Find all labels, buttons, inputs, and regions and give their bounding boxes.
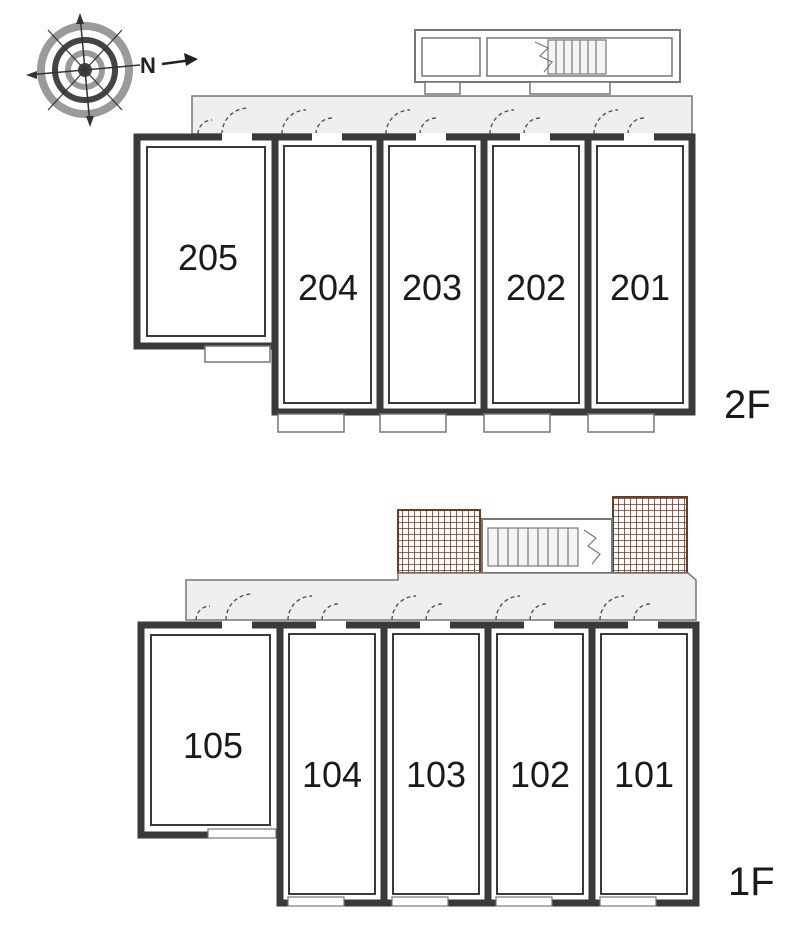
planter-right [612, 496, 688, 574]
room-104 [276, 621, 388, 907]
compass-rose-icon [26, 13, 141, 127]
room-103 [380, 621, 492, 907]
stairwell-2f [414, 29, 681, 95]
room-number: 104 [302, 754, 362, 795]
floor-label-2f: 2F [724, 383, 771, 427]
room-number: 204 [298, 267, 358, 308]
north-arrow-icon [161, 53, 198, 66]
stairwell-1f [481, 518, 613, 574]
room-101 [588, 621, 700, 907]
room-number: 105 [183, 725, 243, 766]
room-203 [376, 133, 488, 433]
door-swing-icons-1f [195, 593, 651, 621]
room-number: 205 [178, 237, 238, 278]
corridor-2f [191, 95, 693, 135]
room-201 [584, 133, 696, 433]
north-label: N [140, 53, 156, 78]
room-202 [480, 133, 592, 433]
room-number: 102 [510, 754, 570, 795]
room-number: 202 [506, 267, 566, 308]
room-number: 203 [402, 267, 462, 308]
room-number: 101 [614, 754, 674, 795]
door-swing-icons-2f [197, 107, 645, 135]
room-204 [271, 133, 384, 433]
floor-label-1f: 1F [728, 860, 775, 904]
room-205 [133, 133, 279, 363]
room-number: 103 [406, 754, 466, 795]
corridor-1f [185, 572, 697, 621]
room-number: 201 [610, 267, 670, 308]
planter-left [397, 509, 481, 574]
